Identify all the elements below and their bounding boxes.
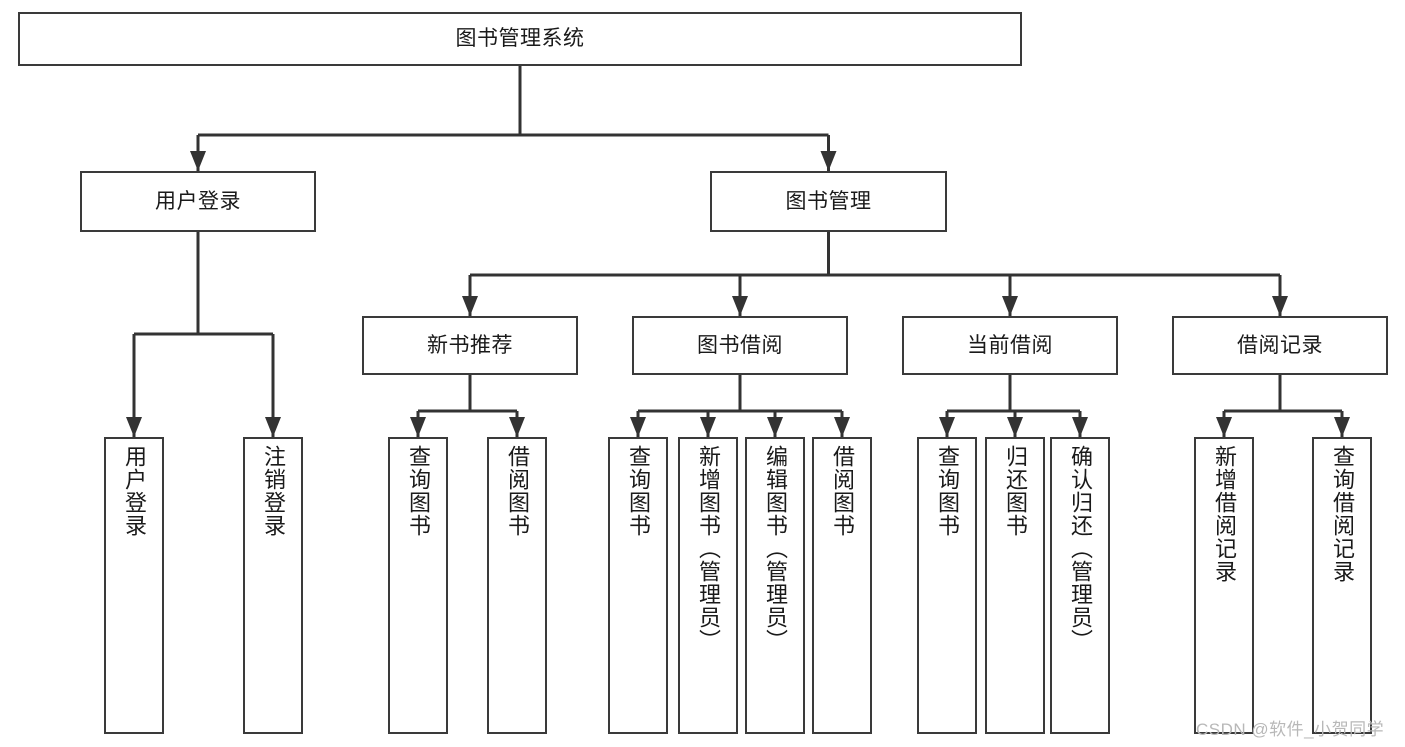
arrow-head-icon	[834, 417, 850, 437]
node-leaf-nb-borrow[interactable]: 借阅图书	[487, 437, 547, 734]
arrow-head-icon	[732, 296, 748, 316]
arrow-head-icon	[509, 417, 525, 437]
arrow-head-icon	[1272, 296, 1288, 316]
node-label: 查询图书	[406, 445, 431, 537]
node-leaf-cb-return[interactable]: 归还图书	[985, 437, 1045, 734]
arrow-head-icon	[630, 417, 646, 437]
arrow-head-icon	[767, 417, 783, 437]
node-leaf-rc-query[interactable]: 查询借阅记录	[1312, 437, 1372, 734]
arrow-head-icon	[265, 417, 281, 437]
arrow-head-icon	[462, 296, 478, 316]
arrow-head-icon	[190, 151, 206, 171]
node-leaf-bk-borrow[interactable]: 借阅图书	[812, 437, 872, 734]
arrow-head-icon	[126, 417, 142, 437]
arrow-head-icon	[1216, 417, 1232, 437]
node-leaf-rc-add[interactable]: 新增借阅记录	[1194, 437, 1254, 734]
arrow-head-icon	[700, 417, 716, 437]
node-leaf-bk-edit[interactable]: 编辑图书（管理员）	[745, 437, 805, 734]
arrow-head-icon	[1002, 296, 1018, 316]
node-leaf-logout[interactable]: 注销登录	[243, 437, 303, 734]
node-label: 用户登录	[155, 189, 241, 213]
node-bookmgmt[interactable]: 图书管理	[710, 171, 947, 232]
node-label: 确认归还（管理员）	[1068, 445, 1093, 652]
node-leaf-nb-query[interactable]: 查询图书	[388, 437, 448, 734]
node-label: 借阅图书	[830, 445, 855, 537]
node-label: 注销登录	[261, 445, 286, 537]
node-label: 图书管理系统	[455, 27, 585, 51]
node-label: 查询借阅记录	[1330, 445, 1355, 583]
arrow-head-icon	[410, 417, 426, 437]
node-label: 查询图书	[935, 445, 960, 537]
node-label: 新增图书（管理员）	[696, 445, 721, 652]
node-label: 编辑图书（管理员）	[763, 445, 788, 652]
node-leaf-cb-query[interactable]: 查询图书	[917, 437, 977, 734]
arrow-head-icon	[1007, 417, 1023, 437]
node-newbook[interactable]: 新书推荐	[362, 316, 578, 375]
node-label: 新书推荐	[427, 333, 513, 357]
node-leaf-bk-query[interactable]: 查询图书	[608, 437, 668, 734]
node-label: 借阅记录	[1237, 333, 1323, 357]
node-label: 用户登录	[122, 445, 147, 537]
node-root[interactable]: 图书管理系统	[18, 12, 1022, 66]
arrow-head-icon	[1072, 417, 1088, 437]
node-label: 查询图书	[626, 445, 651, 537]
node-leaf-cb-confirm[interactable]: 确认归还（管理员）	[1050, 437, 1110, 734]
node-label: 图书借阅	[697, 333, 783, 357]
node-records[interactable]: 借阅记录	[1172, 316, 1388, 375]
node-label: 当前借阅	[967, 333, 1053, 357]
arrow-head-icon	[939, 417, 955, 437]
arrow-head-icon	[820, 151, 837, 171]
node-leaf-bk-add[interactable]: 新增图书（管理员）	[678, 437, 738, 734]
node-label: 借阅图书	[505, 445, 530, 537]
node-label: 归还图书	[1003, 445, 1028, 537]
node-login[interactable]: 用户登录	[80, 171, 316, 232]
node-borrow[interactable]: 图书借阅	[632, 316, 848, 375]
node-label: 新增借阅记录	[1212, 445, 1237, 583]
node-current[interactable]: 当前借阅	[902, 316, 1118, 375]
arrow-head-icon	[1334, 417, 1350, 437]
node-label: 图书管理	[785, 189, 872, 213]
node-leaf-login[interactable]: 用户登录	[104, 437, 164, 734]
